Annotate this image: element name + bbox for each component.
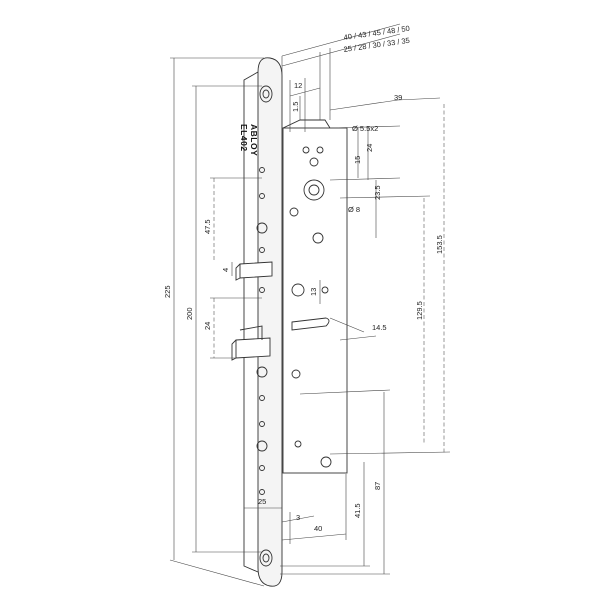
dim-129-5: 129.5 [415,301,424,320]
dim-153-5: 153.5 [435,235,444,254]
dim-24-top: 24 [365,144,374,152]
bottom-screw-hole [259,549,273,567]
dim-200: 200 [185,307,194,320]
model-label: EL402 [239,124,249,152]
dim-87: 87 [373,482,382,490]
latch-bolt [235,261,273,281]
brand-label: ABLOY [249,124,259,156]
cylinder-hole [289,146,332,468]
top-screw-hole [259,85,273,103]
dim-25: 25 [258,497,266,506]
faceplate-holes [256,167,268,495]
dim-14-5: 14.5 [372,323,387,332]
dim-47-5: 47.5 [203,219,212,234]
dead-bolt [231,325,271,361]
dim-4: 4 [221,268,230,272]
dim-23-5: 23.5 [373,185,382,200]
dim-225: 225 [163,285,172,298]
dim-39: 39 [394,93,402,102]
dim-hole-5-5x2: Ø 5.5x2 [352,124,378,133]
dim-3: 3 [296,513,300,522]
faceplate-label: ABLOY EL402 [239,124,259,156]
dim-hole-8: Ø 8 [348,205,360,214]
dim-1-5: 1.5 [291,102,300,112]
dim-13: 13 [309,288,318,296]
dim-24-mid: 24 [203,322,212,330]
dim-12: 12 [294,81,302,90]
dim-41-5: 41.5 [353,503,362,518]
dimension-lines [169,23,451,587]
dim-40: 40 [314,524,322,533]
faceplate [243,57,283,587]
dim-15: 15 [353,156,362,164]
follower-slot [291,317,330,331]
